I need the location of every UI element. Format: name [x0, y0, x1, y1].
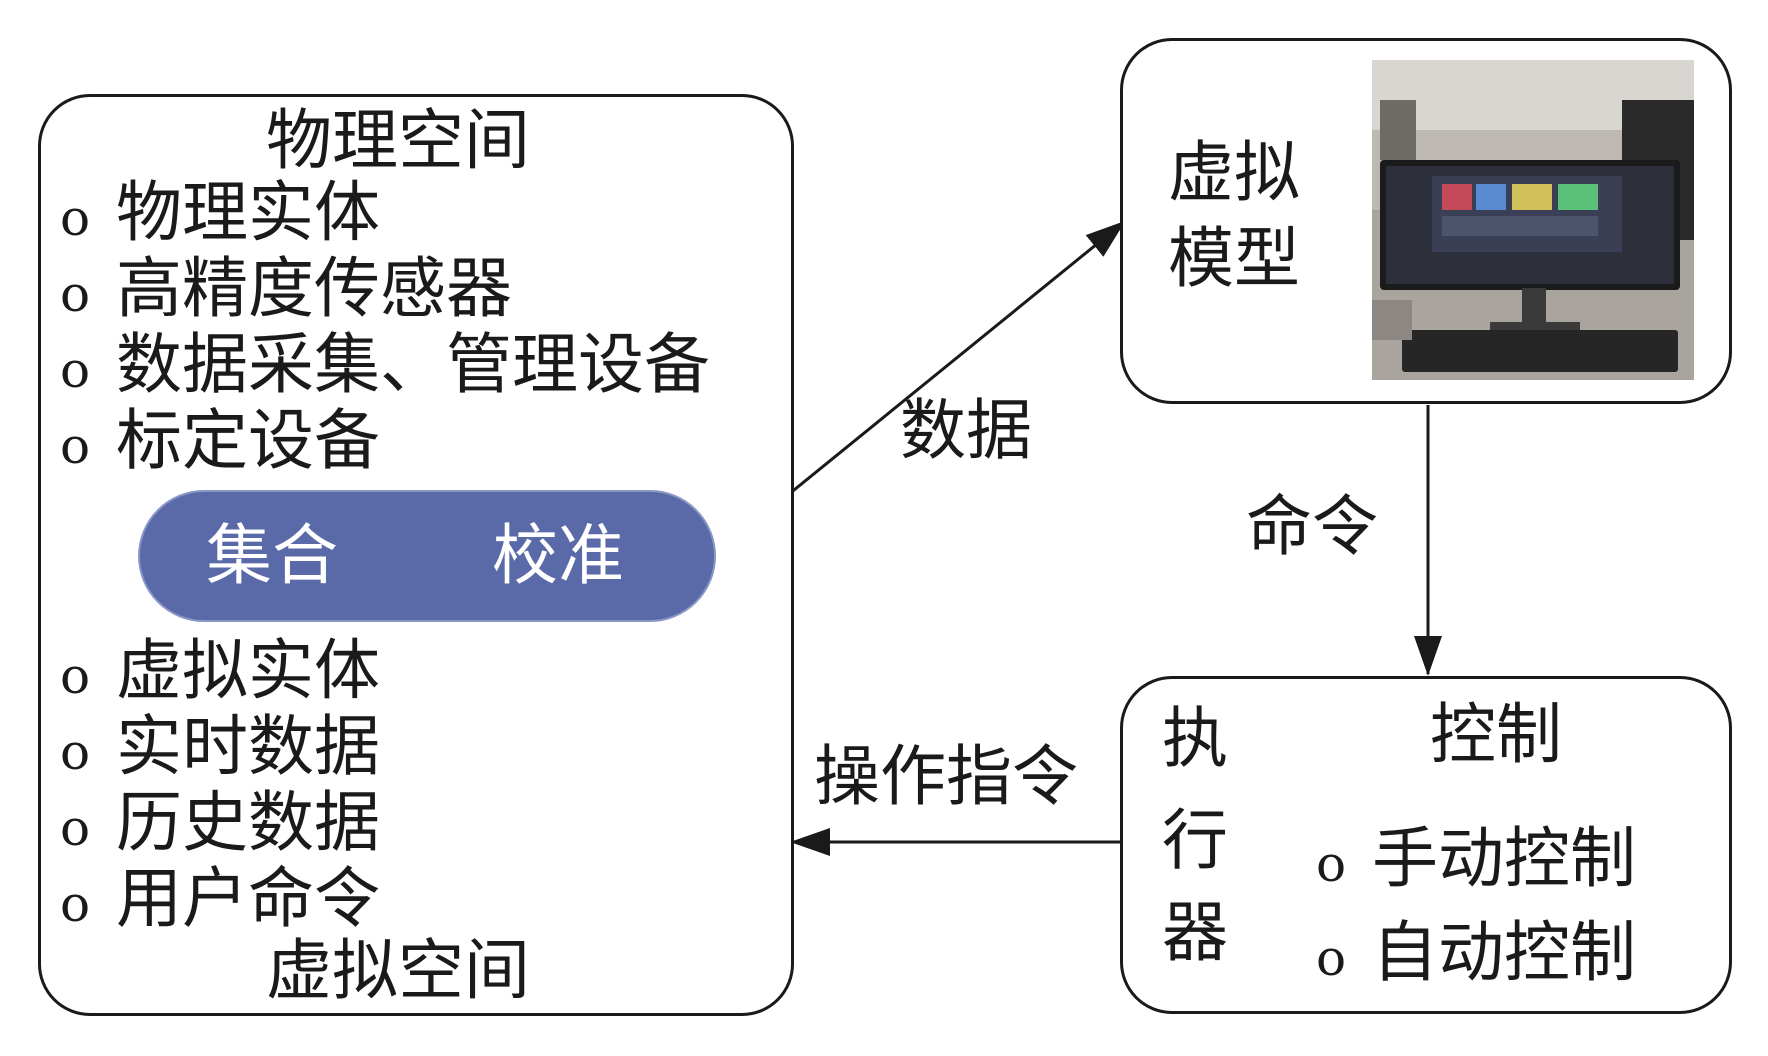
- data-arrow-label: 数据: [900, 392, 1032, 469]
- bullet-icon: o: [1316, 835, 1347, 893]
- workstation-photo: [1372, 60, 1694, 380]
- bullet-icon: o: [60, 875, 91, 933]
- bullet-icon: o: [1316, 929, 1347, 987]
- pill-label-calibration: 校准: [492, 517, 624, 594]
- virtual-model-label-line1: 虚拟: [1168, 134, 1300, 211]
- bullet-icon: o: [60, 417, 91, 475]
- pill-label-integration: 集合: [206, 517, 338, 594]
- control-title: 控制: [1430, 696, 1562, 773]
- bullet-icon: o: [60, 799, 91, 857]
- bullet-icon: o: [60, 341, 91, 399]
- bullet-icon: o: [60, 647, 91, 705]
- physical-space-title: 物理空间: [266, 102, 530, 179]
- command-arrow-label: 命令: [1246, 488, 1378, 565]
- executor-box: [1120, 676, 1732, 1014]
- integration-calibration-pill: 集合 校准: [138, 490, 716, 622]
- operation-arrow-label: 操作指令: [814, 738, 1078, 815]
- bullet-icon: o: [60, 189, 91, 247]
- executor-label-char-2: 行: [1162, 802, 1228, 879]
- bullet-icon: o: [60, 265, 91, 323]
- virtual-space-title: 虚拟空间: [266, 932, 530, 1009]
- bullet-icon: o: [60, 723, 91, 781]
- executor-label-char-3: 器: [1162, 894, 1228, 971]
- virtual-model-label-line2: 模型: [1168, 220, 1300, 297]
- workstation-photo-drawing: [1372, 60, 1694, 380]
- executor-label-char-1: 执: [1162, 700, 1228, 777]
